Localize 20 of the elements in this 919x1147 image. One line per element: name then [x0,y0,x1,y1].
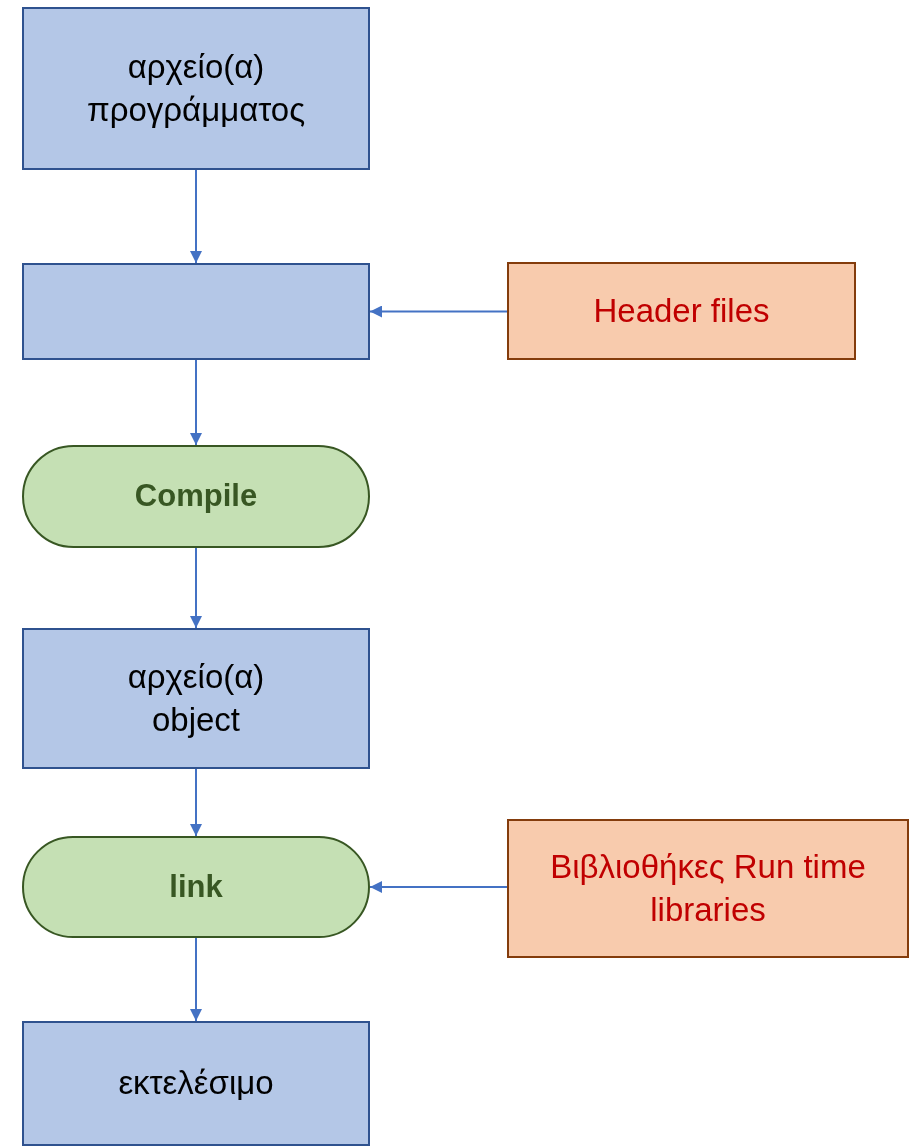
input-box [507,262,856,360]
arrow [369,881,508,893]
arrow [369,305,508,318]
empty-process-box [22,263,370,360]
process-box [22,1021,370,1146]
node-label: αρχείο(α) προγράμματος [85,46,307,130]
node-label: link [169,867,223,906]
node-label: Βιβλιοθήκες Run time libraries [549,846,867,930]
arrow [190,937,202,1022]
input-box [507,819,909,958]
node-label: Compile [134,477,258,516]
arrow [190,169,202,264]
node-label: Header files [593,290,770,331]
arrow [190,768,202,837]
node-label: αρχείο(α) object [126,656,266,740]
node-label: εκτελέσιμο [118,1063,274,1104]
process-box [22,628,370,769]
process-box [22,7,370,170]
arrow [190,359,202,446]
arrow [190,547,202,629]
